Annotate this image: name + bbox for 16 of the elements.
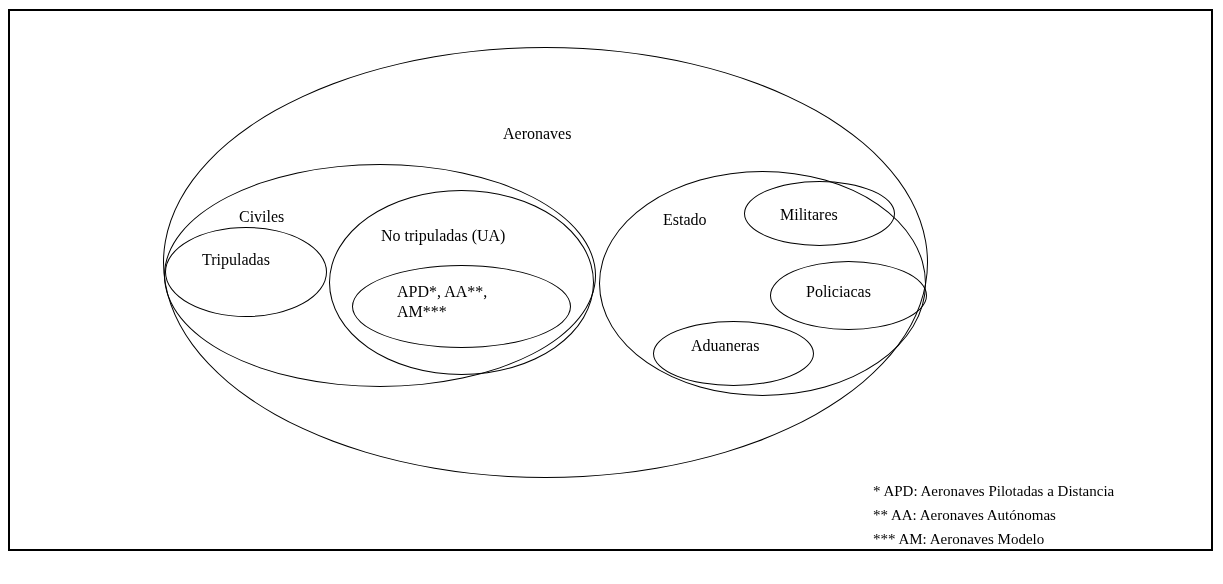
set-ellipse xyxy=(329,190,594,375)
footnote: ** AA: Aeronaves Autónomas xyxy=(873,507,1056,524)
set-label: APD*, AA**, AM*** xyxy=(397,282,489,322)
set-label: Policiacas xyxy=(806,282,871,302)
footnote: *** AM: Aeronaves Modelo xyxy=(873,531,1045,548)
set-ellipse xyxy=(599,171,926,396)
set-ellipse xyxy=(163,47,928,478)
footnote: * APD: Aeronaves Pilotadas a Distancia xyxy=(873,483,1115,500)
set-label: Aduaneras xyxy=(691,336,760,356)
set-label: Tripuladas xyxy=(202,250,270,270)
set-label: Estado xyxy=(663,210,707,230)
set-label: Militares xyxy=(780,205,838,225)
set-label: Aeronaves xyxy=(503,124,572,144)
set-label: Civiles xyxy=(239,207,285,227)
set-ellipse xyxy=(164,164,596,387)
set-label: No tripuladas (UA) xyxy=(381,226,506,246)
